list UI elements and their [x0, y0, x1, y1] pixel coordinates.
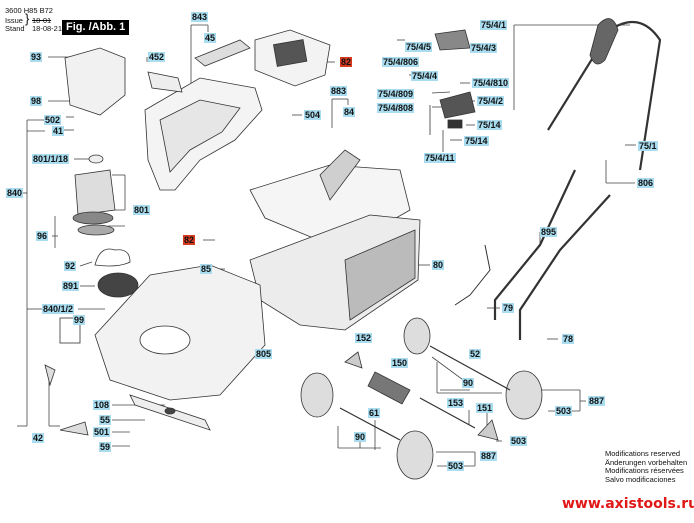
modification-notes: Modifications reserved Änderungen vorbeh…	[605, 449, 688, 484]
part-label-75-4-4[interactable]: 75/4/4	[411, 71, 439, 81]
part-label-75-4-5[interactable]: 75/4/5	[405, 42, 433, 52]
part-label-503-mid[interactable]: 503	[510, 436, 528, 446]
part-label-75-4-1[interactable]: 75/4/1	[480, 20, 508, 30]
part-label-108[interactable]: 108	[93, 400, 111, 410]
part-label-52[interactable]: 52	[469, 349, 482, 359]
part-label-152[interactable]: 152	[355, 333, 373, 343]
part-label-501[interactable]: 501	[93, 427, 111, 437]
part-label-153[interactable]: 153	[447, 398, 465, 408]
part-label-503-right[interactable]: 503	[555, 406, 573, 416]
part-label-93[interactable]: 93	[30, 52, 43, 62]
issue-date-struck: 18-01	[32, 16, 52, 25]
part-label-98[interactable]: 98	[30, 96, 43, 106]
part-label-99[interactable]: 99	[73, 315, 86, 325]
watermark-link[interactable]: www.axistools.ru	[562, 496, 694, 512]
brace-icon: }	[25, 11, 30, 26]
document-number: 3600 H85 B72	[5, 6, 53, 15]
part-label-801[interactable]: 801	[133, 205, 151, 215]
issue-label-text: Issue	[5, 16, 23, 25]
part-label-75-1[interactable]: 75/1	[638, 141, 658, 151]
part-label-805[interactable]: 805	[255, 349, 273, 359]
part-label-75-4-810[interactable]: 75/4/810	[472, 78, 510, 88]
figure-title: Fig. /Abb. 1	[62, 20, 130, 35]
part-label-75-14-lower[interactable]: 75/14	[464, 136, 489, 146]
note-de: Änderungen vorbehalten	[605, 457, 688, 467]
part-label-151[interactable]: 151	[476, 403, 494, 413]
part-label-840-1-2[interactable]: 840/1/2	[42, 304, 75, 314]
part-label-150[interactable]: 150	[391, 358, 409, 368]
part-label-843[interactable]: 843	[191, 12, 209, 22]
part-label-75-4-3[interactable]: 75/4/3	[470, 43, 498, 53]
note-es: Salvo modificaciones	[605, 474, 676, 484]
part-label-82-highlighted[interactable]: 82	[340, 57, 353, 67]
part-label-92[interactable]: 92	[64, 261, 77, 271]
part-label-806[interactable]: 806	[637, 178, 655, 188]
part-label-504[interactable]: 504	[304, 110, 322, 120]
part-label-75-4-2[interactable]: 75/4/2	[477, 96, 505, 106]
part-label-59[interactable]: 59	[99, 442, 112, 452]
part-label-75-14-upper[interactable]: 75/14	[477, 120, 502, 130]
part-label-895[interactable]: 895	[540, 227, 558, 237]
part-label-801-1-18[interactable]: 801/1/18	[32, 154, 70, 164]
part-label-41[interactable]: 41	[52, 126, 65, 136]
part-label-75-4-11[interactable]: 75/4/11	[424, 153, 456, 163]
part-label-452[interactable]: 452	[148, 52, 166, 62]
note-fr: Modifications réservées	[605, 466, 684, 475]
part-label-887-bottom[interactable]: 887	[480, 451, 498, 461]
part-label-75-4-808[interactable]: 75/4/808	[377, 103, 415, 113]
stand-label: Stand	[5, 24, 25, 33]
issue-label: Issue	[5, 16, 23, 25]
part-label-75-4-806[interactable]: 75/4/806	[382, 57, 420, 67]
part-label-503-bottom[interactable]: 503	[447, 461, 465, 471]
part-label-80[interactable]: 80	[432, 260, 445, 270]
part-label-883[interactable]: 883	[330, 86, 348, 96]
stand-label-text: Stand	[5, 24, 25, 33]
stand-date: 18-08-21	[32, 24, 63, 33]
part-label-90-lower[interactable]: 90	[354, 432, 367, 442]
part-label-75-4-809[interactable]: 75/4/809	[377, 89, 415, 99]
part-label-78[interactable]: 78	[562, 334, 575, 344]
part-label-61[interactable]: 61	[368, 408, 381, 418]
part-label-85[interactable]: 85	[200, 264, 213, 274]
note-en: Modifications reserved	[605, 449, 681, 458]
part-label-502[interactable]: 502	[44, 115, 62, 125]
part-label-82-highlighted-lower[interactable]: 82	[183, 235, 196, 245]
part-label-891[interactable]: 891	[62, 281, 80, 291]
part-label-96[interactable]: 96	[36, 231, 49, 241]
part-label-887-right[interactable]: 887	[588, 396, 606, 406]
part-label-79[interactable]: 79	[502, 303, 515, 313]
part-label-84[interactable]: 84	[343, 107, 356, 117]
part-label-90-upper[interactable]: 90	[462, 378, 475, 388]
part-label-55[interactable]: 55	[99, 415, 112, 425]
part-label-45[interactable]: 45	[204, 33, 217, 43]
part-label-840[interactable]: 840	[6, 188, 24, 198]
part-label-42[interactable]: 42	[32, 433, 45, 443]
